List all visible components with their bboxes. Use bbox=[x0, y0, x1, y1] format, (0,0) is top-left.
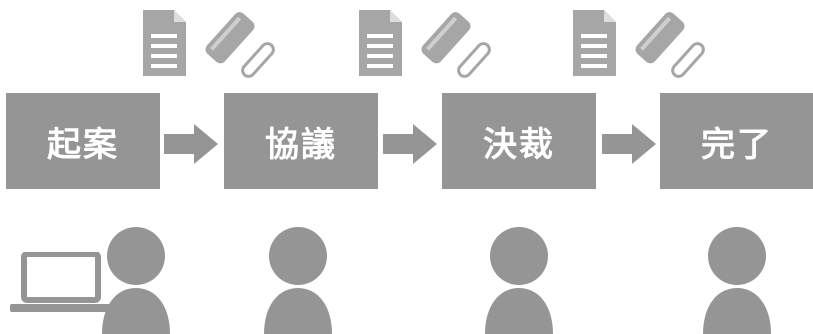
stage-label: 協議 bbox=[265, 124, 337, 165]
document-icon bbox=[143, 10, 186, 76]
person-icon bbox=[102, 227, 170, 334]
arrow-right-icon bbox=[383, 124, 437, 164]
hanko-stamp-icon bbox=[205, 12, 275, 78]
document-icon bbox=[573, 10, 616, 76]
hanko-stamp-icon bbox=[635, 12, 705, 78]
document-stamp-group bbox=[143, 10, 275, 78]
stage-box-approve: 決裁 bbox=[442, 93, 596, 189]
person-icon bbox=[485, 227, 553, 334]
arrow-right-icon bbox=[164, 124, 218, 164]
person-icon bbox=[703, 227, 771, 334]
stage-box-complete: 完了 bbox=[660, 93, 813, 189]
person-icon bbox=[264, 227, 332, 334]
document-icon bbox=[359, 10, 402, 76]
laptop-icon bbox=[10, 252, 116, 312]
stage-label: 決裁 bbox=[483, 124, 555, 165]
arrow-right-icon bbox=[602, 124, 656, 164]
stage-label: 起案 bbox=[47, 124, 119, 165]
stage-box-draft: 起案 bbox=[6, 93, 160, 189]
hanko-stamp-icon bbox=[421, 12, 491, 78]
stage-label: 完了 bbox=[701, 124, 773, 165]
document-stamp-group bbox=[573, 10, 705, 78]
stage-box-consult: 協議 bbox=[224, 93, 378, 189]
document-stamp-group bbox=[359, 10, 491, 78]
